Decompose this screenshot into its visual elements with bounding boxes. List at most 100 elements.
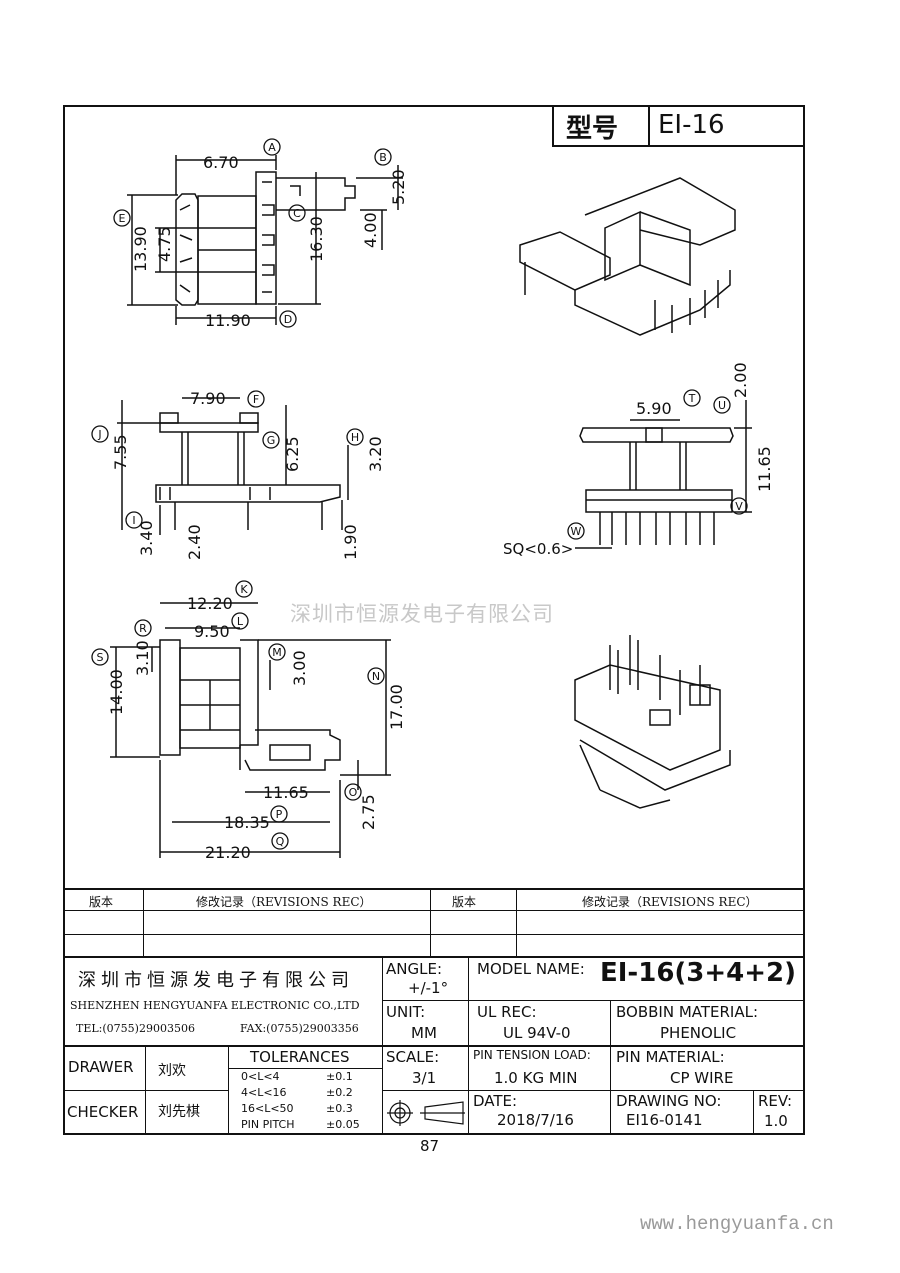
angle-label: ANGLE: (386, 960, 442, 978)
tolerance-range: 16<L<50 (241, 1102, 294, 1115)
dim-bottom-7: 11.65 (263, 783, 309, 802)
pin-tension-value: 1.0 KG MIN (494, 1069, 578, 1087)
svg-text:P: P (276, 808, 283, 821)
front-sq-note: SQ<0.6> (503, 540, 573, 558)
bobbin-material-value: PHENOLIC (660, 1024, 737, 1042)
drawer-label: DRAWER (68, 1058, 134, 1076)
ul-value: UL 94V-0 (503, 1024, 571, 1042)
tolerance-value: ±0.3 (326, 1102, 353, 1115)
company-name-cn: 深圳市恒源发电子有限公司 (78, 970, 354, 991)
dim-side-5: 3.40 (137, 520, 156, 556)
svg-text:N: N (372, 670, 380, 683)
unit-label: UNIT: (386, 1003, 426, 1021)
date-value: 2018/7/16 (497, 1111, 574, 1129)
revision-table (63, 888, 805, 958)
dim-bottom-6: 17.00 (387, 684, 406, 730)
dim-bottom-3: 3.10 (133, 640, 152, 676)
dim-bottom-9: 18.35 (224, 813, 270, 832)
ul-label: UL REC: (477, 1003, 537, 1021)
rev-value: 1.0 (764, 1112, 788, 1130)
dim-bottom-8: 2.75 (359, 794, 378, 830)
dim-side-2: 7.55 (111, 434, 130, 470)
svg-text:J: J (97, 428, 101, 441)
projection-symbol-icon (387, 1100, 465, 1126)
model-header-box (552, 105, 805, 147)
svg-text:I: I (132, 514, 135, 527)
side-view (117, 397, 349, 535)
svg-text:Q: Q (276, 835, 285, 848)
bottom-view (110, 602, 391, 858)
svg-text:C: C (293, 207, 301, 220)
dim-bottom-2: 9.50 (194, 622, 230, 641)
checker-label: CHECKER (67, 1103, 139, 1121)
dim-side-3: 6.25 (283, 436, 302, 472)
svg-text:B: B (379, 151, 387, 164)
svg-text:R: R (139, 622, 147, 635)
model-name-value: EI-16(3+4+2) (600, 958, 797, 988)
tolerance-range: PIN PITCH (241, 1118, 295, 1131)
iso-view-bottom (574, 635, 731, 809)
dim-top-3: 4.00 (361, 212, 380, 248)
svg-text:D: D (284, 313, 292, 326)
pin-material-value: CP WIRE (670, 1069, 734, 1087)
dim-side-4: 3.20 (366, 436, 385, 472)
svg-text:F: F (253, 393, 259, 406)
company-watermark: 深圳市恒源发电子有限公司 (290, 602, 554, 626)
dim-front-3: 11.65 (755, 446, 774, 492)
dim-bottom-1: 12.20 (187, 594, 233, 613)
rev-col-record-1: 修改记录（REVISIONS REC） (196, 895, 372, 909)
svg-text:S: S (97, 651, 104, 664)
svg-text:M: M (272, 646, 282, 659)
svg-text:T: T (688, 392, 696, 405)
svg-text:H: H (351, 431, 359, 444)
svg-text:O: O (349, 786, 358, 799)
dim-bottom-4: 14.00 (107, 669, 126, 715)
unit-value: MM (411, 1024, 437, 1042)
checker-value: 刘先棋 (158, 1104, 200, 1120)
drawing-no-value: EI16-0141 (626, 1111, 703, 1129)
header-divider (648, 105, 650, 147)
svg-text:E: E (119, 212, 126, 225)
company-name-en: SHENZHEN HENGYUANFA ELECTRONIC CO.,LTD (70, 999, 360, 1012)
dim-front-2: 2.00 (731, 362, 750, 398)
tolerance-value: ±0.05 (326, 1118, 360, 1131)
front-view (575, 400, 752, 549)
tolerances-label: TOLERANCES (250, 1048, 350, 1066)
dim-side-7: 1.90 (341, 524, 360, 560)
dim-bottom-5: 3.00 (290, 650, 309, 686)
svg-text:K: K (240, 583, 248, 596)
tolerance-range: 0<L<4 (241, 1070, 280, 1083)
tolerance-range: 4<L<16 (241, 1086, 287, 1099)
page-number: 87 (420, 1137, 440, 1155)
dim-top-5: 13.90 (131, 226, 150, 272)
rev-col-record-2: 修改记录（REVISIONS REC） (582, 895, 758, 909)
model-label: 型号 (566, 114, 619, 144)
dim-side-6: 2.40 (185, 524, 204, 560)
pin-material-label: PIN MATERIAL: (616, 1048, 725, 1066)
bobbin-material-label: BOBBIN MATERIAL: (616, 1003, 759, 1021)
scale-value: 3/1 (412, 1069, 437, 1087)
dim-top-1: 6.70 (203, 153, 239, 172)
company-tel: TEL:(0755)29003506 (76, 1022, 195, 1035)
tolerance-value: ±0.1 (326, 1070, 353, 1083)
scale-label: SCALE: (386, 1048, 440, 1066)
svg-text:U: U (718, 399, 726, 412)
svg-text:G: G (267, 434, 276, 447)
rev-col-version-2: 版本 (452, 895, 477, 909)
svg-text:W: W (571, 525, 582, 538)
date-label: DATE: (473, 1092, 518, 1110)
footer-url: www.hengyuanfa.cn (640, 1213, 834, 1235)
model-name-label: MODEL NAME: (477, 960, 585, 978)
dim-top-2: 5.20 (389, 169, 408, 205)
angle-value: +/-1° (408, 979, 449, 997)
iso-view-top (519, 177, 736, 336)
dim-side-1: 7.90 (190, 389, 226, 408)
dim-top-7: 11.90 (205, 311, 251, 330)
drawing-no-label: DRAWING NO: (616, 1092, 722, 1110)
drawer-value: 刘欢 (158, 1063, 186, 1079)
top-view (127, 155, 403, 325)
drawing-frame (63, 105, 805, 1135)
dim-bottom-10: 21.20 (205, 843, 251, 862)
tolerance-value: ±0.2 (326, 1086, 353, 1099)
rev-label: REV: (758, 1092, 792, 1110)
